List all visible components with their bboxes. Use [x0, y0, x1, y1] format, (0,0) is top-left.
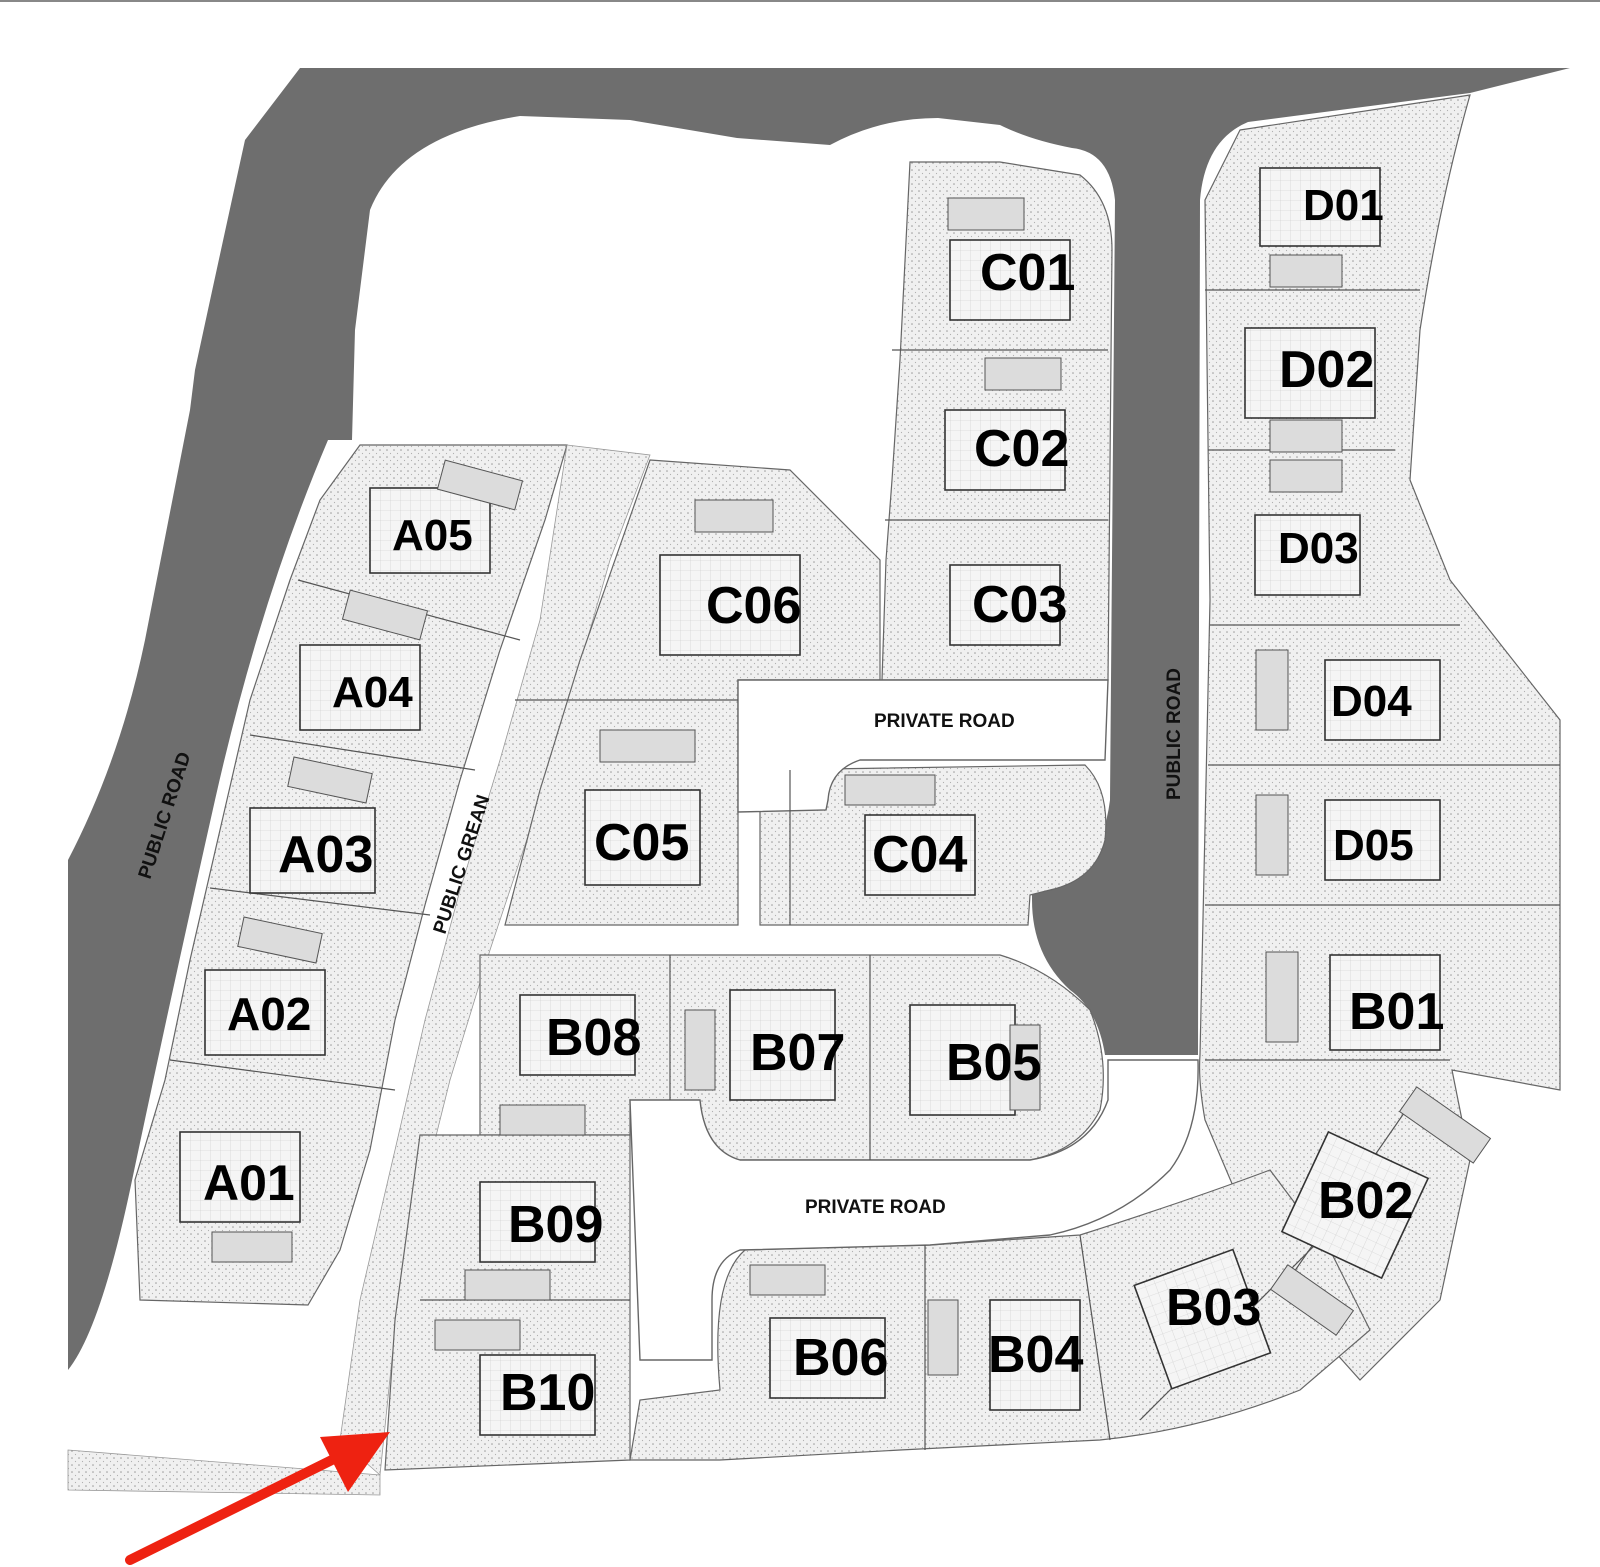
- lot-B07[interactable]: B07: [750, 1024, 845, 1082]
- lot-C02[interactable]: C02: [974, 420, 1069, 478]
- lot-C01[interactable]: C01: [980, 244, 1075, 302]
- lot-B05[interactable]: B05: [946, 1034, 1041, 1092]
- lot-labels: A05 A04 A03 A02 A01 C01 C02 C03 C04 C05 …: [203, 181, 1444, 1422]
- pools: [211, 197, 1492, 1376]
- public-road-label-right: PUBLIC ROAD: [1164, 668, 1185, 800]
- lot-D04[interactable]: D04: [1331, 677, 1412, 726]
- lot-C05[interactable]: C05: [594, 814, 689, 872]
- plot-dividers: [169, 289, 1560, 1450]
- lot-D03[interactable]: D03: [1278, 524, 1359, 573]
- private-road-label-lower: PRIVATE ROAD: [805, 1197, 946, 1218]
- private-road-label-upper: PRIVATE ROAD: [874, 711, 1015, 732]
- lot-D01[interactable]: D01: [1303, 181, 1384, 230]
- lot-B03[interactable]: B03: [1166, 1279, 1261, 1337]
- lot-D05[interactable]: D05: [1333, 821, 1414, 870]
- lot-A02[interactable]: A02: [227, 988, 311, 1040]
- private-roads: [629, 679, 1199, 1361]
- lot-C04[interactable]: C04: [872, 826, 967, 884]
- lot-C03[interactable]: C03: [972, 576, 1067, 634]
- lot-B02[interactable]: B02: [1318, 1172, 1413, 1230]
- building-footprints: [179, 167, 1441, 1436]
- lot-A05[interactable]: A05: [392, 511, 473, 560]
- entrance-arrow-icon: [125, 1432, 390, 1565]
- lot-A03[interactable]: A03: [278, 826, 373, 884]
- lot-B04[interactable]: B04: [988, 1326, 1083, 1384]
- lot-B09[interactable]: B09: [508, 1196, 603, 1254]
- lot-B08[interactable]: B08: [546, 1009, 641, 1067]
- lot-C06[interactable]: C06: [706, 577, 801, 635]
- lot-D02[interactable]: D02: [1279, 341, 1374, 399]
- public-road: [68, 68, 1570, 1370]
- lot-A04[interactable]: A04: [332, 668, 413, 717]
- lot-A01[interactable]: A01: [203, 1155, 295, 1211]
- lot-B10[interactable]: B10: [500, 1364, 595, 1422]
- lot-B06[interactable]: B06: [793, 1329, 888, 1387]
- lot-B01[interactable]: B01: [1349, 983, 1444, 1041]
